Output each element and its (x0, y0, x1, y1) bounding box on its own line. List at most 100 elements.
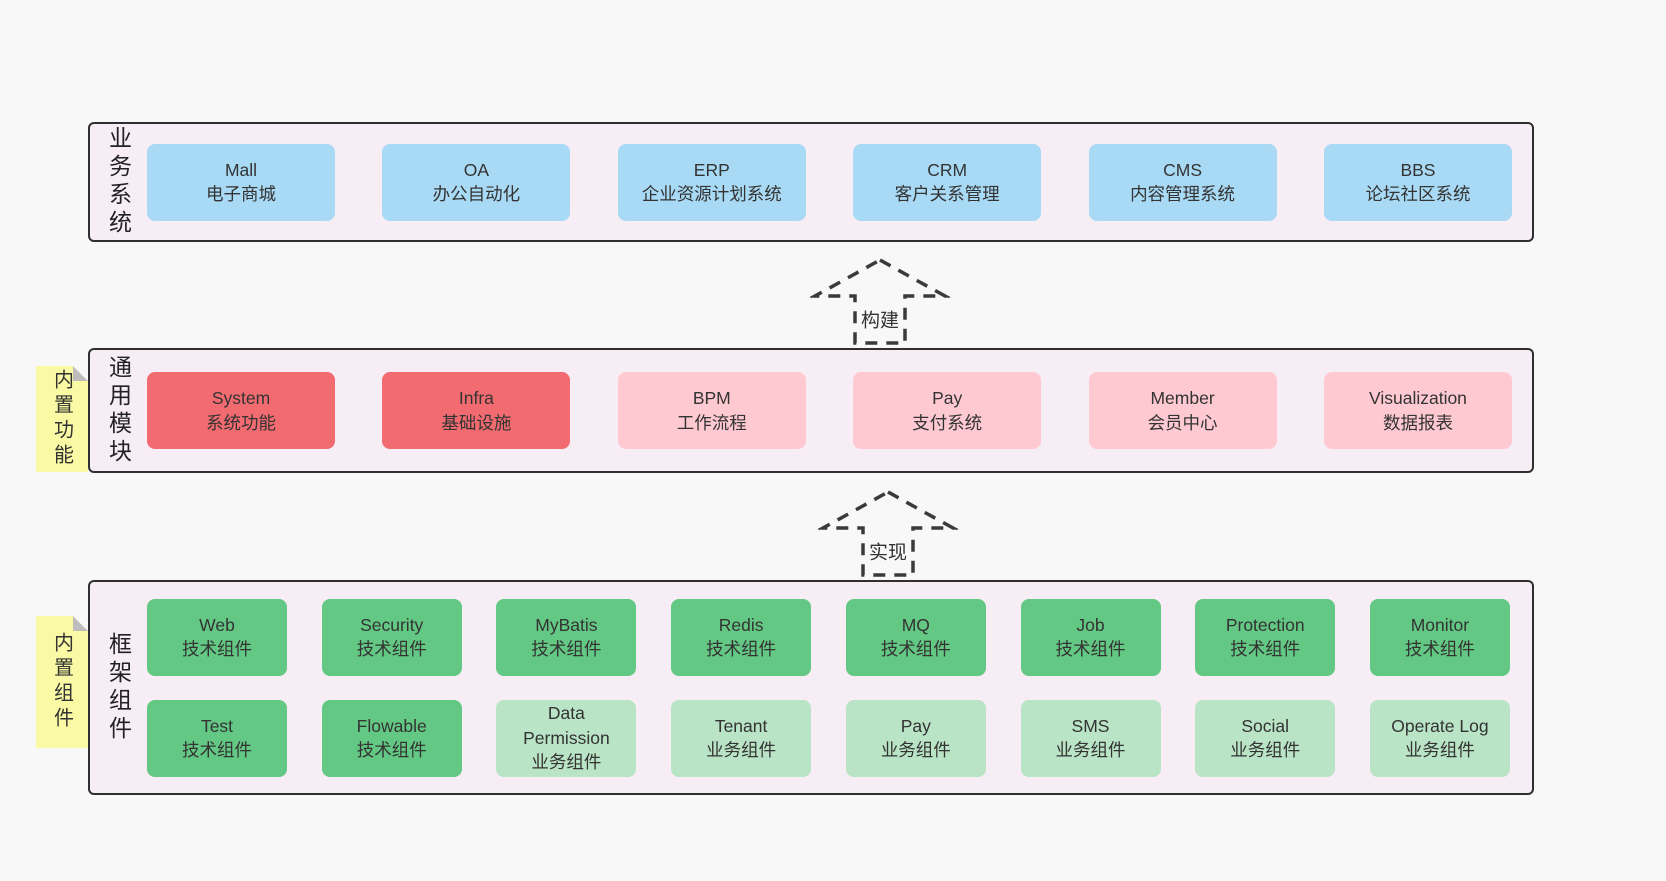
box-erp: ERP 企业资源计划系统 (617, 143, 806, 221)
box-subtitle: 电子商城 (206, 184, 276, 204)
dashed-up-arrow-icon (810, 257, 950, 345)
box-subtitle: 技术组件 (182, 740, 252, 760)
box-cms: CMS 内容管理系统 (1088, 143, 1277, 221)
box-name: MyBatis (535, 614, 598, 635)
box-name: Security (360, 614, 424, 635)
box-operate-log: Operate Log 业务组件 (1369, 699, 1510, 777)
box-subtitle: 工作流程 (676, 412, 747, 433)
box-subtitle: 技术组件 (706, 639, 777, 659)
box-name: Data Permission (523, 703, 610, 748)
box-mall: Mall 电子商城 (147, 143, 335, 221)
box-monitor: Monitor 技术组件 (1369, 598, 1510, 676)
dashed-up-arrow-icon (818, 489, 958, 577)
box-name: Flowable (356, 715, 427, 736)
box-name: Web (199, 614, 235, 635)
box-name: Mall (224, 159, 258, 180)
box-subtitle: 技术组件 (1230, 639, 1301, 659)
box-protection: Protection 技术组件 (1195, 598, 1336, 676)
component-row-2: Test 技术组件 Flowable 技术组件 Data Permission … (147, 699, 1510, 777)
box-subtitle: 业务组件 (1230, 740, 1301, 760)
box-subtitle: 办公自动化 (432, 184, 521, 204)
build-arrow: 构建 (810, 255, 950, 347)
box-subtitle: 技术组件 (1055, 639, 1126, 659)
layer-label-components: 框架组件 (105, 631, 132, 744)
box-name: Operate Log (1391, 715, 1489, 736)
framework-components-layer: 框架组件 Web 技术组件 Security 技术组件 MyBatis 技术组件… (88, 580, 1534, 795)
box-name: Pay (900, 715, 931, 736)
box-name: MQ (901, 614, 930, 635)
box-name: Visualization (1368, 388, 1467, 408)
box-subtitle: 基础设施 (441, 412, 512, 433)
box-test: Test 技术组件 (147, 699, 287, 777)
box-tenant: Tenant 业务组件 (671, 699, 812, 777)
sticky-note-built-in-features: 内置功能 (36, 366, 88, 472)
box-name: Monitor (1410, 614, 1470, 635)
box-name: ERP (693, 159, 730, 180)
box-name: BBS (1400, 159, 1436, 180)
box-infra: Infra 基础设施 (382, 372, 571, 449)
box-subtitle: 技术组件 (880, 639, 951, 659)
box-name: Tenant (714, 715, 768, 736)
box-web: Web 技术组件 (147, 598, 287, 676)
implement-arrow: 实现 (818, 487, 958, 579)
box-subtitle: 业务组件 (880, 740, 951, 760)
box-subtitle: 技术组件 (356, 740, 427, 760)
box-subtitle: 业务组件 (531, 752, 602, 773)
box-name: Protection (1225, 614, 1305, 635)
box-subtitle: 技术组件 (182, 639, 252, 659)
box-subtitle: 企业资源计划系统 (641, 184, 782, 204)
box-subtitle: 支付系统 (912, 412, 983, 433)
box-subtitle: 论坛社区系统 (1365, 184, 1471, 204)
box-social: Social 业务组件 (1195, 699, 1336, 777)
box-name: Test (200, 715, 234, 736)
box-name: OA (463, 159, 490, 180)
layer-label-modules: 通用模块 (105, 354, 132, 467)
box-name: Redis (718, 614, 764, 635)
component-row-1: Web 技术组件 Security 技术组件 MyBatis 技术组件 Redi… (147, 598, 1510, 676)
box-mybatis: MyBatis 技术组件 (496, 598, 637, 676)
box-name: Infra (458, 388, 494, 408)
business-systems-layer: 业务系统 Mall 电子商城 OA 办公自动化 ERP 企业资源计划系统 CRM… (88, 122, 1534, 242)
box-system: System 系统功能 (147, 372, 335, 449)
box-flowable: Flowable 技术组件 (321, 699, 462, 777)
box-subtitle: 内容管理系统 (1130, 184, 1236, 204)
box-subtitle: 客户关系管理 (894, 184, 1000, 204)
box-subtitle: 系统功能 (206, 412, 276, 433)
box-subtitle: 业务组件 (1055, 740, 1126, 760)
implement-arrow-label: 实现 (865, 537, 911, 565)
box-visualization: Visualization 数据报表 (1323, 372, 1512, 449)
box-subtitle: 数据报表 (1382, 412, 1453, 433)
component-boxes: Web 技术组件 Security 技术组件 MyBatis 技术组件 Redi… (147, 582, 1532, 793)
box-name: Social (1241, 715, 1290, 736)
box-bpm: BPM 工作流程 (617, 372, 806, 449)
box-bbs: BBS 论坛社区系统 (1323, 143, 1512, 221)
box-name: Pay (932, 388, 963, 408)
box-subtitle: 会员中心 (1147, 412, 1218, 433)
box-subtitle: 业务组件 (706, 740, 777, 760)
box-data-permission: Data Permission 业务组件 (496, 699, 637, 777)
module-boxes: System 系统功能 Infra 基础设施 BPM 工作流程 Pay 支付系统… (147, 350, 1532, 471)
box-subtitle: 技术组件 (1404, 639, 1475, 659)
box-job: Job 技术组件 (1020, 598, 1161, 676)
common-modules-layer: 通用模块 System 系统功能 Infra 基础设施 BPM 工作流程 Pay… (88, 348, 1534, 473)
box-name: System (211, 388, 271, 408)
sticky-note-built-in-components: 内置组件 (36, 616, 88, 748)
box-pay-component: Pay 业务组件 (845, 699, 986, 777)
layer-label-business: 业务系统 (105, 126, 132, 238)
box-oa: OA 办公自动化 (382, 143, 571, 221)
box-subtitle: 技术组件 (356, 639, 427, 659)
business-boxes: Mall 电子商城 OA 办公自动化 ERP 企业资源计划系统 CRM 客户关系… (147, 124, 1532, 240)
box-member: Member 会员中心 (1088, 372, 1277, 449)
box-mq: MQ 技术组件 (845, 598, 986, 676)
box-security: Security 技术组件 (321, 598, 462, 676)
box-name: BPM (692, 388, 731, 408)
box-redis: Redis 技术组件 (671, 598, 812, 676)
box-name: SMS (1071, 715, 1110, 736)
box-name: CMS (1163, 159, 1202, 180)
box-name: Job (1076, 614, 1105, 635)
build-arrow-label: 构建 (857, 305, 903, 333)
box-subtitle: 业务组件 (1404, 740, 1475, 760)
box-crm: CRM 客户关系管理 (853, 143, 1042, 221)
box-sms: SMS 业务组件 (1020, 699, 1161, 777)
box-pay: Pay 支付系统 (853, 372, 1042, 449)
